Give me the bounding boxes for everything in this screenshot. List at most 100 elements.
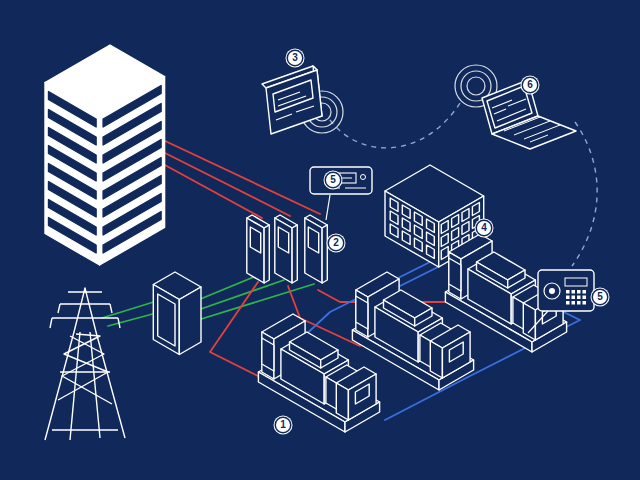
keypad-key [577,290,581,294]
breaker [452,228,459,241]
radiator-front [356,290,368,337]
keypad-key [566,301,570,305]
engine-head-side [508,270,525,288]
roof-unit-side [106,73,125,90]
display-detail [492,99,526,121]
module-dial [544,283,560,299]
keypad-key [583,290,587,294]
tower-lattice [45,288,125,440]
tower-lattice [58,334,108,400]
distribution-panel-front [247,218,264,283]
control-box-side [442,332,470,378]
control-display [449,342,463,362]
module-dial [549,288,555,294]
keypad-key [566,290,570,294]
control-display [355,384,369,404]
radiator-grille [449,258,461,291]
transfer-cabinet [153,272,201,355]
laptop-keyboard [492,116,576,149]
engine-head-front [384,300,415,326]
radiator-front [449,252,461,299]
wireless-links [301,65,597,266]
callout-number: 3 [288,51,302,65]
engine-head-front [290,342,321,368]
distribution-panel-front [275,218,292,283]
controller-popups [310,167,594,333]
controller-face [266,70,322,134]
radiator-grille [262,338,274,371]
signal-ring [467,77,485,95]
keypad-key [572,301,576,305]
breaker [390,211,398,225]
callout-number: 4 [477,221,491,235]
wires [102,140,580,420]
controller-module [538,270,594,311]
breaker [472,203,479,216]
callout-number: 6 [523,78,537,92]
breaker [452,215,459,228]
window-band [49,92,97,128]
control-box-front [430,341,442,378]
switchgear-front [385,191,439,267]
building [45,45,165,265]
utility-wire [108,312,160,326]
breaker [427,232,435,246]
keyboard-keys [504,117,560,142]
callout-number: 2 [329,236,343,250]
distribution-panel-side [264,225,269,283]
breaker [427,245,435,259]
control-box-front [336,383,348,420]
transfer-cabinet-front [153,285,179,355]
module-display [565,278,587,286]
keypad-key [577,301,581,305]
leader-line [326,195,330,220]
tower-lattice [50,304,120,328]
breaker [402,205,410,219]
breaker [402,231,410,245]
breaker [441,221,448,234]
tower-lattice [52,372,118,430]
breaker [441,247,448,260]
callout-number: 5 [593,290,607,304]
utility-wire [198,284,314,320]
control-box-front [523,303,535,340]
feed-wire [163,152,290,216]
building-side [100,77,165,266]
building-front [45,83,100,266]
control-box-side [348,374,376,420]
leader-line [528,311,548,333]
distribution-panel-side [292,225,297,283]
distribution-panel-front [305,218,322,283]
breaker [441,234,448,247]
distribution-panel-side [322,225,327,283]
wireless-link [572,122,597,266]
breaker [462,222,469,235]
breaker [390,224,398,238]
generator-set [258,314,379,432]
window-band [103,86,161,128]
controller-module [310,167,372,194]
breaker [402,218,410,232]
breaker [414,225,422,239]
transfer-cabinet-side [179,287,201,355]
module-led [361,175,366,180]
keypad-key [572,290,576,294]
generator-wire [210,282,268,381]
keypad-key [583,296,587,300]
keypad-key [583,301,587,305]
breaker [427,219,435,233]
tower-lattice [62,336,112,404]
panel-door [278,227,288,253]
wireless-link [330,100,462,148]
radiator-front [262,332,274,379]
keypad-key [572,296,576,300]
panel-door [250,227,260,253]
transmission-tower [45,288,125,440]
roof-unit-front [88,74,105,90]
breaker [462,209,469,222]
engine-head-side [415,308,432,326]
feed-wire [163,164,262,218]
wall-controller [262,66,322,134]
